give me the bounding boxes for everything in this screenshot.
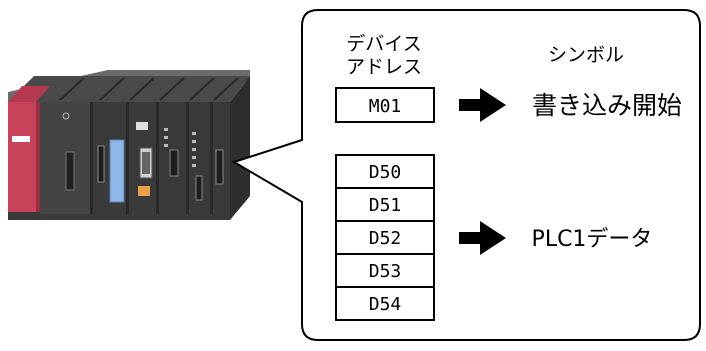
group-symbol-name: PLC1データ xyxy=(532,227,653,252)
device-address-box xyxy=(335,87,435,123)
device-address-header-line2: アドレス xyxy=(346,56,422,78)
symbol-header: シンボル xyxy=(548,44,624,66)
callout-balloon xyxy=(231,9,701,341)
symbol-name: 書き込み開始 xyxy=(532,91,682,120)
device-address-header-line1: デバイス xyxy=(346,33,421,55)
right-arrow-icon xyxy=(459,88,506,122)
plc-comm-module xyxy=(109,139,125,203)
plc-rack-icon xyxy=(8,70,250,220)
device-group-address: D54 xyxy=(369,294,402,315)
plc-cpu-module xyxy=(40,102,90,214)
device-group-address: D53 xyxy=(369,261,402,282)
plc-power-module xyxy=(8,86,50,212)
right-arrow-icon xyxy=(459,221,506,255)
device-group: D50 D51 D52 D53 D54 xyxy=(335,154,435,321)
device-group-address: D51 xyxy=(369,195,402,216)
device-group-address: D50 xyxy=(369,162,402,183)
device-group-address: D52 xyxy=(369,228,402,249)
device-address-value: M01 xyxy=(369,96,402,117)
